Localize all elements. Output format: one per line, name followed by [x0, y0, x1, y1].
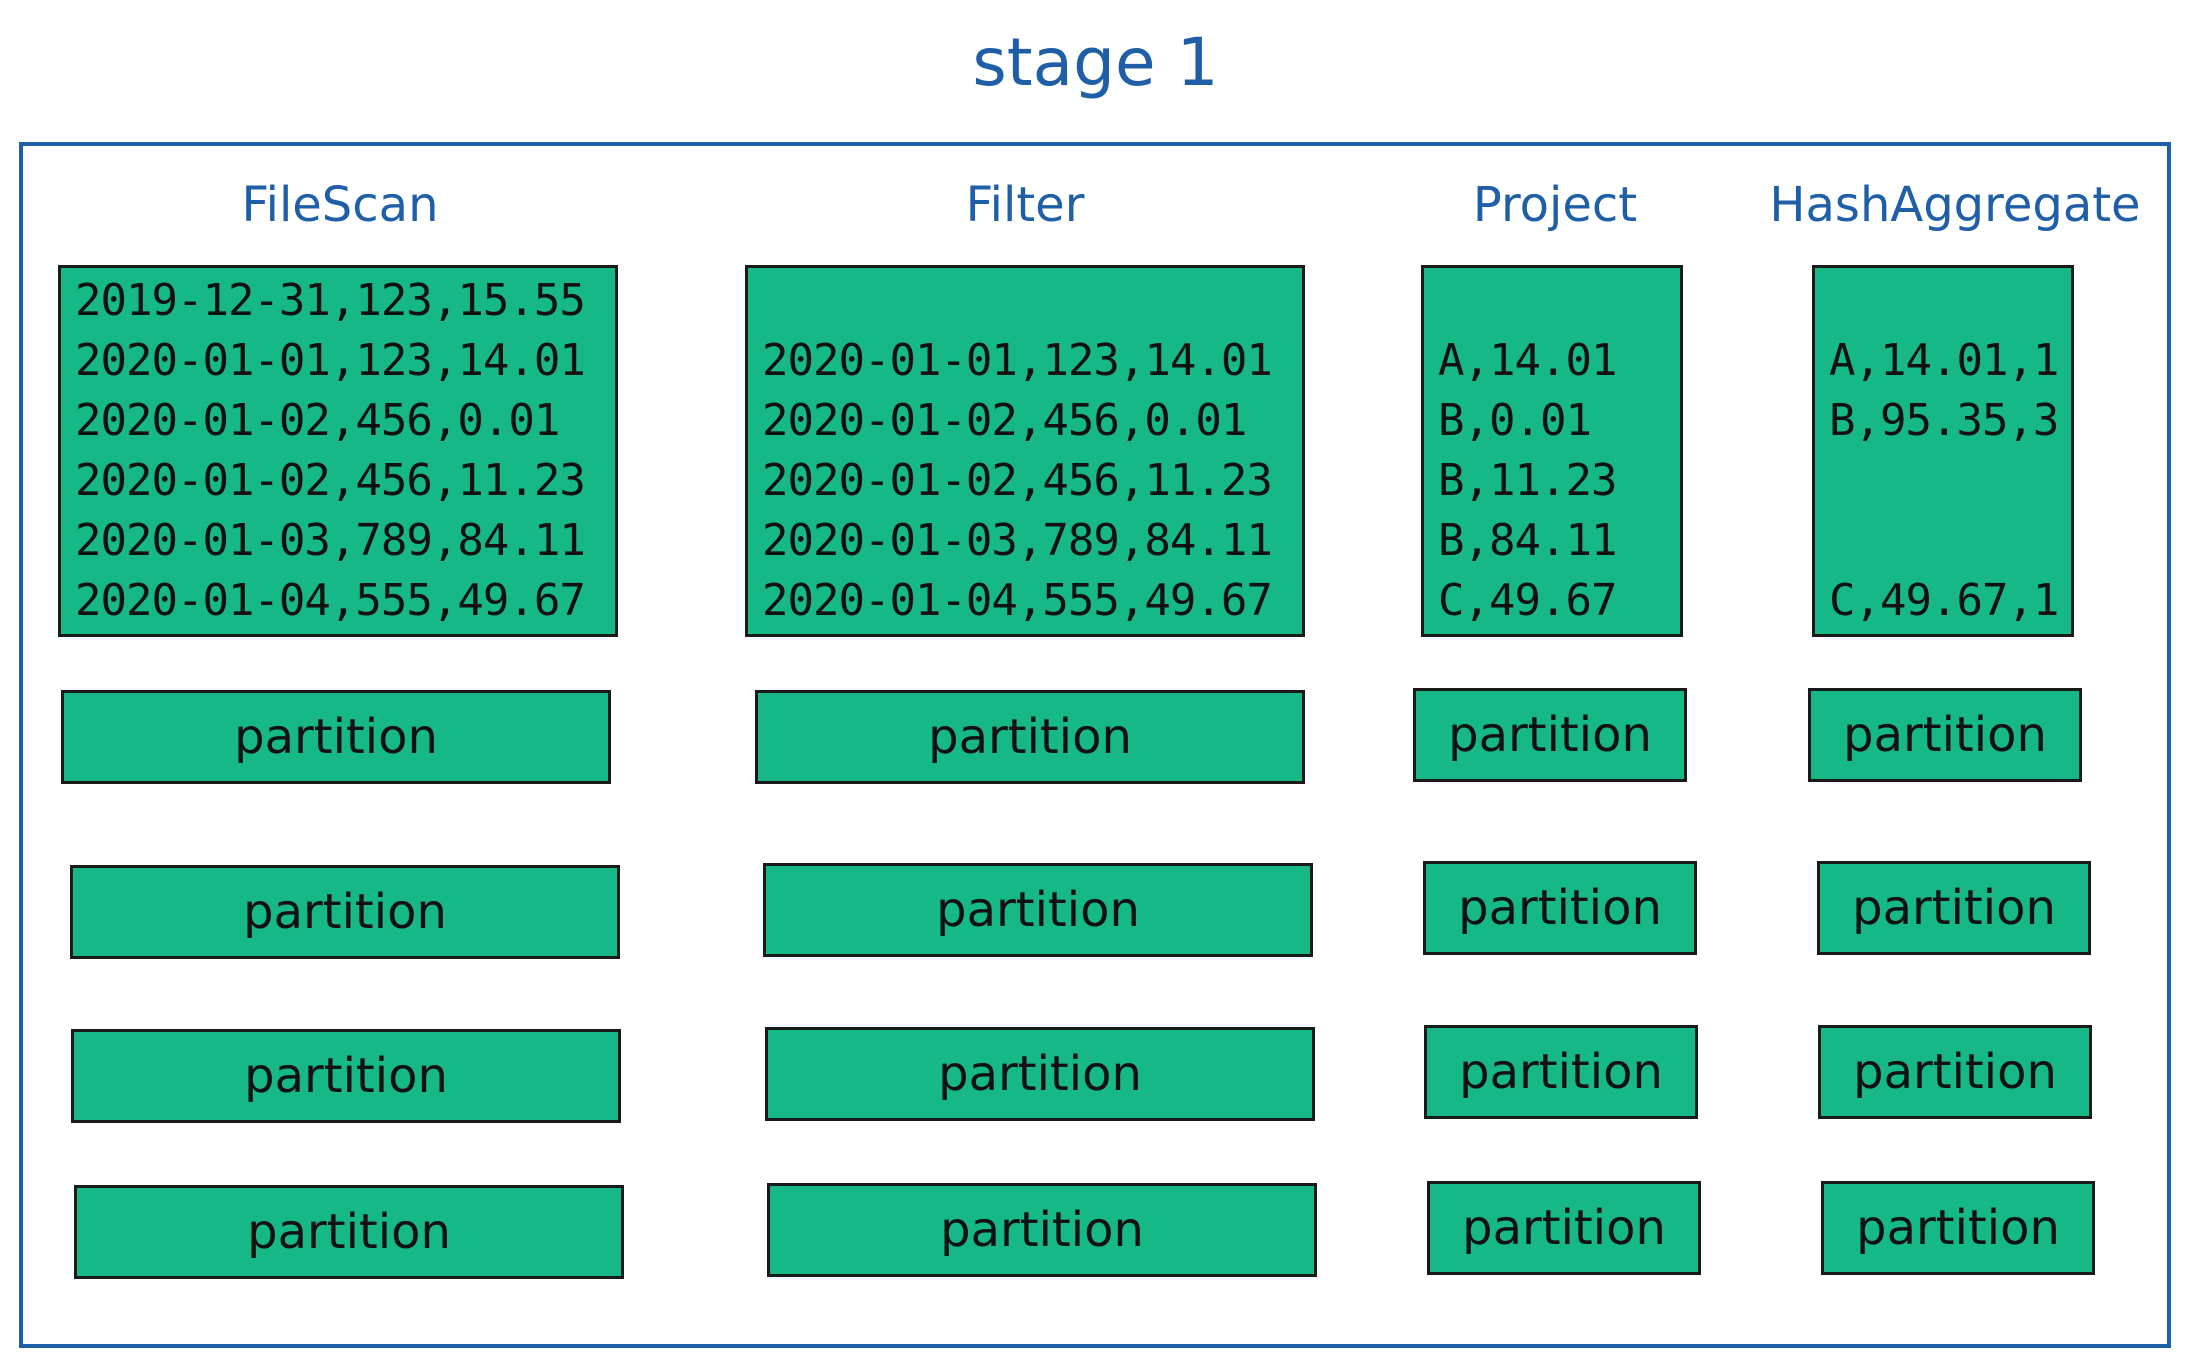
- data-box-filescan: 2019-12-31,123,15.55 2020-01-01,123,14.0…: [58, 265, 618, 637]
- partition-hashaggregate-2: partition: [1817, 861, 2091, 955]
- data-row: C,49.67,1: [1829, 575, 2059, 626]
- partition-filescan-1: partition: [61, 690, 611, 784]
- partition-project-1: partition: [1413, 688, 1687, 782]
- partition-project-4: partition: [1427, 1181, 1701, 1275]
- partition-project-3: partition: [1424, 1025, 1698, 1119]
- data-row: A,14.01: [1438, 335, 1617, 386]
- data-row: 2020-01-01,123,14.01: [762, 335, 1273, 386]
- partition-hashaggregate-3: partition: [1818, 1025, 2092, 1119]
- data-row: B,95.35,3: [1829, 395, 2059, 446]
- column-title-project: Project: [1472, 177, 1638, 233]
- data-row: 2020-01-02,456,11.23: [75, 455, 586, 506]
- data-row: 2020-01-02,456,0.01: [762, 395, 1247, 446]
- data-row: A,14.01,1: [1829, 335, 2059, 386]
- column-title-hashaggregate: HashAggregate: [1769, 177, 2141, 233]
- data-box-project: A,14.01 B,0.01 B,11.23 B,84.11 C,49.67: [1421, 265, 1683, 637]
- partition-hashaggregate-4: partition: [1821, 1181, 2095, 1275]
- data-row: [1438, 271, 1680, 331]
- data-row: 2020-01-04,555,49.67: [75, 575, 586, 626]
- partition-filter-2: partition: [763, 863, 1313, 957]
- partition-filescan-3: partition: [71, 1029, 621, 1123]
- column-title-filter: Filter: [965, 177, 1085, 233]
- data-row: [762, 271, 1302, 331]
- data-row: [1829, 271, 2071, 331]
- data-box-filter: 2020-01-01,123,14.01 2020-01-02,456,0.01…: [745, 265, 1305, 637]
- data-row: 2019-12-31,123,15.55: [75, 275, 586, 326]
- data-row: 2020-01-03,789,84.11: [75, 515, 586, 566]
- partition-filter-3: partition: [765, 1027, 1315, 1121]
- data-row: 2020-01-02,456,0.01: [75, 395, 560, 446]
- partition-hashaggregate-1: partition: [1808, 688, 2082, 782]
- partition-project-2: partition: [1423, 861, 1697, 955]
- data-box-hashaggregate: A,14.01,1 B,95.35,3 C,49.67,1: [1812, 265, 2074, 637]
- data-row: C,49.67: [1438, 575, 1617, 626]
- stage-title: stage 1: [972, 24, 1219, 101]
- partition-filter-4: partition: [767, 1183, 1317, 1277]
- data-row: B,11.23: [1438, 455, 1617, 506]
- data-row: 2020-01-02,456,11.23: [762, 455, 1273, 506]
- data-row: 2020-01-03,789,84.11: [762, 515, 1273, 566]
- stage-frame: [19, 142, 2171, 1348]
- data-row: B,84.11: [1438, 515, 1617, 566]
- data-row: [1829, 451, 2071, 511]
- partition-filescan-2: partition: [70, 865, 620, 959]
- data-row: 2020-01-01,123,14.01: [75, 335, 586, 386]
- column-title-filescan: FileScan: [241, 177, 439, 233]
- partition-filter-1: partition: [755, 690, 1305, 784]
- partition-filescan-4: partition: [74, 1185, 624, 1279]
- data-row: B,0.01: [1438, 395, 1592, 446]
- data-row: [1829, 511, 2071, 571]
- data-row: 2020-01-04,555,49.67: [762, 575, 1273, 626]
